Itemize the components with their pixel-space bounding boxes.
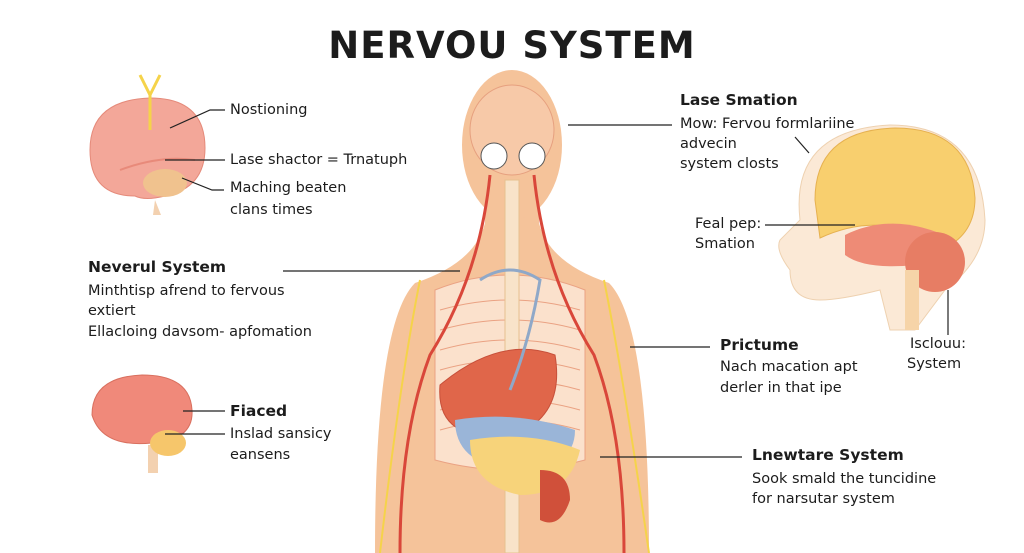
lase-smation-line3: system closts — [680, 156, 779, 172]
neverul-line1: Minthtisp afrend to fervous — [88, 283, 285, 299]
neverul-line3: Ellacloing davsom- apfomation — [88, 324, 312, 340]
fiaced-line2: eansens — [230, 447, 291, 463]
brain-lateral-illustration — [89, 74, 206, 215]
heading-neverul-system: Neverul System — [88, 258, 227, 276]
lnewtare-line1: Sook smald the tuncidine — [752, 471, 937, 487]
heading-fiaced: Fiaced — [230, 402, 288, 420]
head-sagittal-illustration — [778, 124, 986, 331]
label-nostioning: Nostioning — [230, 102, 308, 118]
label-clans-times: clans times — [230, 202, 313, 218]
prictume-line1: Nach macation apt — [720, 359, 858, 375]
body-illustration — [375, 70, 650, 553]
neverul-line2: extiert — [88, 303, 136, 319]
lase-smation-line1: Mow: Fervou formlariine — [680, 116, 855, 132]
feal-pep-line2: Smation — [695, 236, 755, 252]
feal-pep-line1: Feal pep: — [695, 216, 762, 232]
lase-smation-line2: advecin — [680, 136, 737, 152]
isclouu-line2: System — [907, 356, 962, 372]
prictume-line2: derler in that ipe — [720, 380, 842, 396]
heading-lase-smation: Lase Smation — [680, 91, 798, 109]
brain-small-illustration — [91, 374, 193, 473]
fiaced-line1: Inslad sansicy — [230, 426, 332, 442]
isclouu-line1: Isclouu: — [910, 336, 966, 352]
label-lase-shactor: Lase shactor = Trnatuph — [230, 152, 408, 168]
leader-lines — [165, 109, 949, 458]
page-title: NERVOU SYSTEM — [328, 24, 696, 67]
lnewtare-line2: for narsutar system — [752, 491, 895, 507]
heading-lnewtare-system: Lnewtare System — [752, 446, 904, 464]
label-maching-beaten: Maching beaten — [230, 180, 347, 196]
heading-prictume: Prictume — [720, 336, 799, 354]
